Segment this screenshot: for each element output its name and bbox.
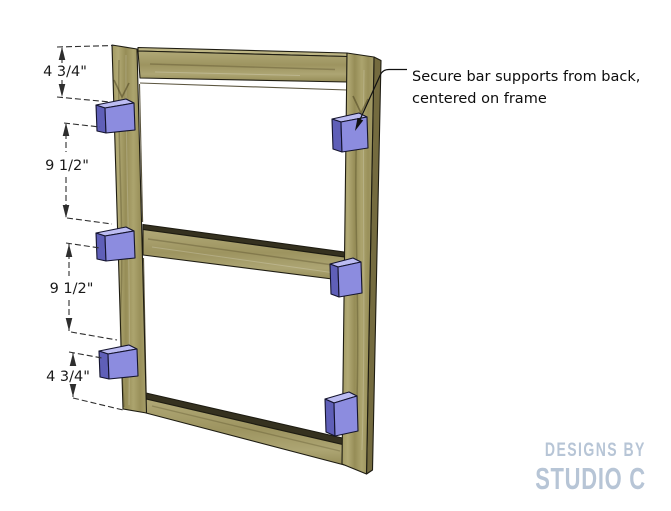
annotation-callout: Secure bar supports from back, centered … — [355, 68, 640, 131]
middle-rail — [142, 223, 349, 282]
bottom-rail — [145, 392, 353, 468]
dimension-label: 4 3/4" — [46, 369, 90, 385]
annotation-line-1: Secure bar supports from back, — [412, 69, 640, 85]
watermark: DESIGNS BY STUDIO C — [535, 439, 646, 496]
support-front-face — [104, 102, 136, 134]
dimension-arrow-icon — [69, 353, 77, 366]
dimension-arrow-icon — [62, 123, 70, 136]
middle-rail-face — [142, 228, 349, 282]
dimension-top-offset: 4 3/4" — [43, 44, 115, 103]
support-front-face — [104, 230, 136, 262]
dimension-upper-span: 9 1/2" — [45, 122, 113, 225]
wood-grain-chevron — [352, 95, 369, 115]
dimension-label: 9 1/2" — [45, 158, 89, 174]
dimension-arrow-icon — [58, 84, 66, 97]
back-edge-line — [138, 83, 144, 223]
dimension-arrow-icon — [65, 244, 73, 257]
bar-support-right-middle — [329, 257, 363, 298]
dimension-arrow-icon — [69, 384, 77, 397]
wood-frame — [111, 44, 382, 475]
support-front-face — [333, 395, 359, 437]
annotation-line-2: centered on frame — [412, 91, 547, 107]
dimension-label: 4 3/4" — [43, 64, 87, 80]
leader-line — [357, 68, 407, 125]
bar-support-left-middle — [95, 226, 136, 262]
dimension-arrow-icon — [65, 318, 73, 331]
bar-support-right-top — [331, 112, 369, 153]
dimension-arrow-icon — [62, 205, 70, 218]
bar-support-right-bottom — [324, 391, 359, 437]
bar-support-left-top — [95, 98, 136, 134]
wood-grain-chevron — [113, 79, 130, 99]
back-edge-line — [139, 82, 348, 91]
dimension-lower-span: 9 1/2" — [50, 242, 118, 341]
support-side-face — [331, 118, 343, 153]
watermark-line-1: DESIGNS BY — [545, 439, 646, 461]
bar-supports — [95, 98, 369, 437]
watermark-line-2: STUDIO C — [535, 461, 646, 495]
dimension-label: 9 1/2" — [50, 281, 94, 297]
leader-arrow-icon — [355, 117, 364, 131]
dimension-bottom-offset: 4 3/4" — [46, 351, 124, 411]
top-rail — [137, 46, 348, 83]
support-front-face — [107, 348, 139, 380]
bar-support-left-bottom — [98, 344, 139, 380]
support-front-face — [337, 261, 363, 298]
dimension-arrow-icon — [58, 47, 66, 60]
dimensions: 4 3/4" 9 1/2" 9 1/2" 4 — [43, 44, 124, 411]
support-front-face — [340, 116, 369, 153]
